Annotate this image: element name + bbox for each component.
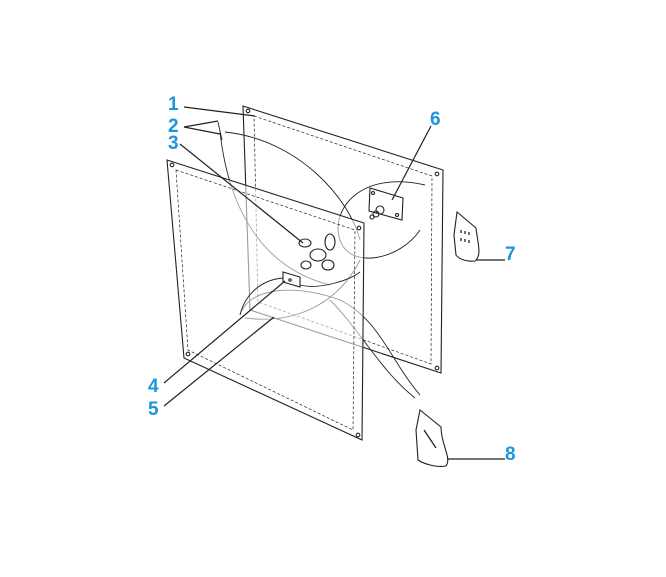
cables-front [239, 271, 361, 316]
callout-5: 5 [148, 399, 159, 420]
callout-4: 4 [148, 376, 159, 397]
callout-1: 1 [168, 94, 179, 115]
callout-3: 3 [168, 133, 179, 154]
callout-2: 2 [168, 116, 179, 137]
callout-7: 7 [505, 244, 516, 265]
front-panel [166, 159, 365, 441]
leader-lines [163, 106, 505, 460]
clip-8 [415, 409, 449, 467]
callout-8: 8 [505, 444, 516, 465]
clip-7 [453, 210, 480, 262]
splitter-hub [282, 233, 336, 288]
callout-6: 6 [430, 109, 441, 130]
